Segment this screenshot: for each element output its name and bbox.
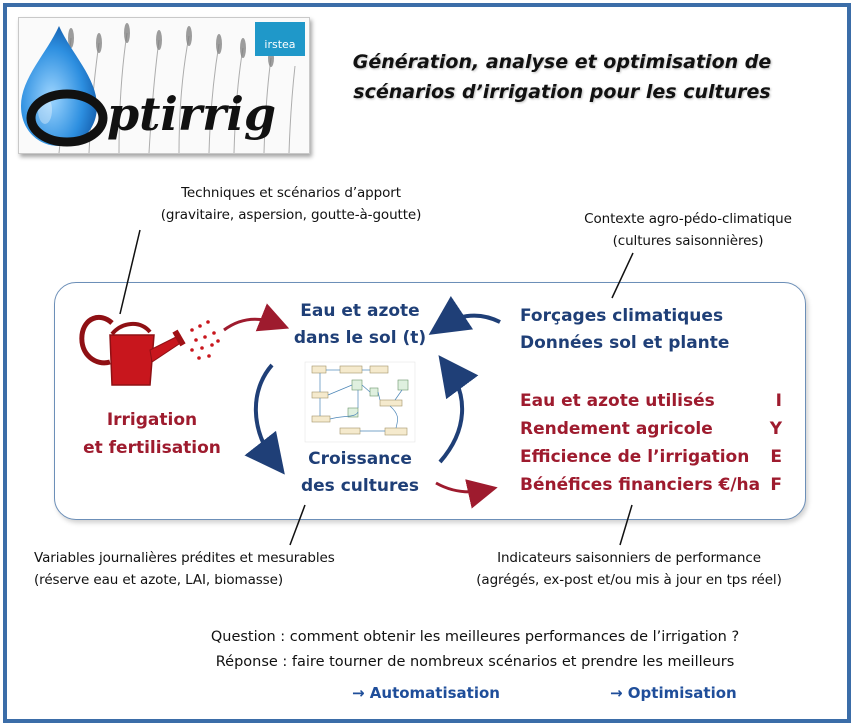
arrow-right-up <box>438 355 479 464</box>
watering-can-icon <box>79 314 220 386</box>
indicator-row: Rendement agricole Y <box>520 419 782 445</box>
arrow-left-down <box>244 363 285 475</box>
arrow-irrigation-to-soil <box>223 303 290 332</box>
crop-model-schematic <box>304 361 416 443</box>
crop-growth-label: Croissance des cultures <box>285 446 435 500</box>
indicator-symbol: E <box>770 447 782 467</box>
indicators-note-line-2: (agrégés, ex-post et/ou mis à jour en tp… <box>476 572 782 588</box>
techniques-note-line-1: Techniques et scénarios d’apport <box>181 185 401 201</box>
variables-pointer <box>289 504 306 546</box>
indicators-note-line-1: Indicateurs saisonniers de performance <box>497 550 761 566</box>
indicators-pointer <box>619 504 633 546</box>
indicator-row: Eau et azote utilisés I <box>520 391 782 417</box>
arrow-growth-to-indicators <box>435 479 498 509</box>
techniques-note-line-2: (gravitaire, aspersion, goutte-à-goutte) <box>160 207 422 223</box>
title-line-1: Génération, analyse et optimisation de <box>352 51 772 73</box>
context-pointer <box>611 252 634 299</box>
context-note-line-2: (cultures saisonnières) <box>612 233 764 249</box>
techniques-pointer <box>119 229 141 315</box>
optimization-link[interactable]: → Optimisation <box>610 684 737 702</box>
indicator-symbol: Y <box>769 419 782 439</box>
answer-text: Réponse : faire tourner de nombreux scén… <box>215 654 735 670</box>
indicator-row: Efficience de l’irrigation E <box>520 447 782 473</box>
automation-link[interactable]: → Automatisation <box>352 684 500 702</box>
growth-label-line-1: Croissance <box>308 449 412 469</box>
soil-water-nitrogen-label: Eau et azote dans le sol (t) <box>280 298 440 352</box>
logo-graphic: ptirrig irstea <box>21 22 305 153</box>
soil-label-line-1: Eau et azote <box>300 301 420 321</box>
context-note-line-1: Contexte agro-pédo-climatique <box>584 211 792 227</box>
irstea-label: irstea <box>264 38 295 51</box>
soil-label-line-2: dans le sol (t) <box>293 328 427 348</box>
title-line-2: scénarios d’irrigation pour les cultures <box>353 81 771 103</box>
indicator-symbol: F <box>770 475 782 495</box>
logo-wordmark: ptirrig <box>107 87 276 141</box>
indicator-label: Efficience de l’irrigation <box>520 447 750 467</box>
indicator-row: Bénéfices financiers €/ha F <box>520 475 782 501</box>
indicator-label: Eau et azote utilisés <box>520 391 715 411</box>
forcing-label: Forçages climatiques Données sol et plan… <box>520 303 729 357</box>
growth-label-line-2: des cultures <box>300 476 419 496</box>
variables-note: Variables journalières prédites et mesur… <box>34 547 335 591</box>
irrigation-label: Irrigation et fertilisation <box>62 406 242 462</box>
indicator-symbol: I <box>775 391 782 411</box>
question-text: Question : comment obtenir les meilleure… <box>210 629 740 645</box>
indicator-label: Bénéfices financiers €/ha <box>520 475 761 495</box>
forcing-label-line-1: Forçages climatiques <box>520 306 724 326</box>
techniques-note: Techniques et scénarios d’apport (gravit… <box>126 182 456 226</box>
variables-note-line-2: (réserve eau et azote, LAI, biomasse) <box>34 572 283 588</box>
variables-note-line-1: Variables journalières prédites et mesur… <box>34 550 335 566</box>
forcing-label-line-2: Données sol et plante <box>520 333 730 353</box>
irrigation-label-line-1: Irrigation <box>106 410 198 430</box>
arrow-forcing-to-soil <box>428 296 501 335</box>
page-title: Génération, analyse et optimisation de s… <box>322 47 802 107</box>
irrigation-label-line-2: et fertilisation <box>83 438 221 458</box>
indicators-note: Indicateurs saisonniers de performance (… <box>424 547 834 591</box>
optirrig-logo: ptirrig irstea <box>18 17 310 154</box>
indicator-label: Rendement agricole <box>520 419 713 439</box>
context-note: Contexte agro-pédo-climatique (cultures … <box>548 208 828 252</box>
